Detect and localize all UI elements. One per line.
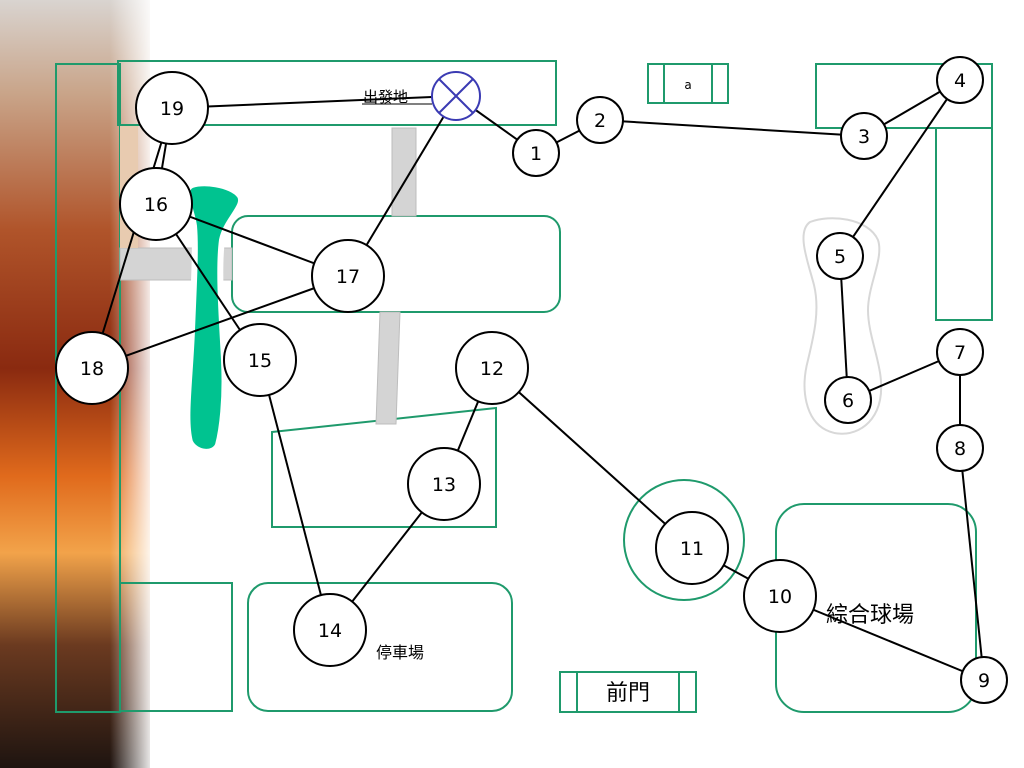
svg-text:19: 19 — [160, 98, 184, 120]
svg-text:18: 18 — [80, 358, 104, 380]
skewed-building — [271, 406, 497, 528]
svg-text:17: 17 — [336, 266, 360, 288]
front-gate — [559, 671, 697, 713]
route-node-11[interactable]: 11 — [655, 511, 729, 585]
marker-a-building — [647, 63, 729, 104]
svg-text:5: 5 — [834, 246, 846, 268]
route-node-2[interactable]: 2 — [576, 96, 624, 144]
route-node-4[interactable]: 4 — [936, 56, 984, 104]
route-node-10[interactable]: 10 — [743, 559, 817, 633]
route-node-6[interactable]: 6 — [824, 376, 872, 424]
route-node-9[interactable]: 9 — [960, 656, 1008, 704]
svg-text:7: 7 — [954, 342, 966, 364]
route-node-14[interactable]: 14 — [293, 593, 367, 667]
svg-text:8: 8 — [954, 438, 966, 460]
svg-text:2: 2 — [594, 110, 606, 132]
route-node-19[interactable]: 19 — [135, 71, 209, 145]
svg-text:10: 10 — [768, 586, 792, 608]
top-right-building — [815, 63, 993, 129]
route-node-3[interactable]: 3 — [840, 112, 888, 160]
svg-text:1: 1 — [530, 143, 542, 165]
svg-text:16: 16 — [144, 194, 168, 216]
route-node-8[interactable]: 8 — [936, 424, 984, 472]
svg-text:15: 15 — [248, 350, 272, 372]
walkway-vertical-mid — [375, 311, 401, 425]
front-gate-label: 前門 — [606, 681, 650, 706]
route-node-12[interactable]: 12 — [455, 331, 529, 405]
parking-lot — [247, 582, 513, 712]
top-building — [117, 60, 557, 126]
route-nodes: 1 2 3 4 5 6 7 8 9 10 11 12 13 14 15 16 1… — [55, 56, 1008, 704]
svg-text:11: 11 — [680, 538, 704, 560]
svg-text:14: 14 — [318, 620, 342, 642]
walkway-vertical-top — [391, 127, 417, 217]
sports-field-label: 綜合球場 — [826, 603, 914, 628]
svg-text:13: 13 — [432, 474, 456, 496]
route-node-7[interactable]: 7 — [936, 328, 984, 376]
svg-text:6: 6 — [842, 390, 854, 412]
svg-text:4: 4 — [954, 70, 966, 92]
middle-rounded-building — [231, 215, 561, 313]
bottom-left-room — [119, 582, 233, 712]
route-node-17[interactable]: 17 — [311, 239, 385, 313]
route-node-15[interactable]: 15 — [223, 323, 297, 397]
route-node-18[interactable]: 18 — [55, 331, 129, 405]
start-label: 出發地 — [363, 88, 408, 106]
round-plaza — [623, 479, 745, 601]
route-node-16[interactable]: 16 — [119, 167, 193, 241]
right-tall-building — [935, 127, 993, 321]
svg-text:3: 3 — [858, 126, 870, 148]
start-marker — [431, 71, 481, 121]
route-node-1[interactable]: 1 — [512, 129, 560, 177]
route-node-13[interactable]: 13 — [407, 447, 481, 521]
green-path — [183, 180, 245, 455]
svg-text:9: 9 — [978, 670, 990, 692]
route-node-5[interactable]: 5 — [816, 232, 864, 280]
parking-label: 停車場 — [376, 643, 424, 662]
svg-text:12: 12 — [480, 358, 504, 380]
marker-a-label: a — [684, 78, 691, 92]
